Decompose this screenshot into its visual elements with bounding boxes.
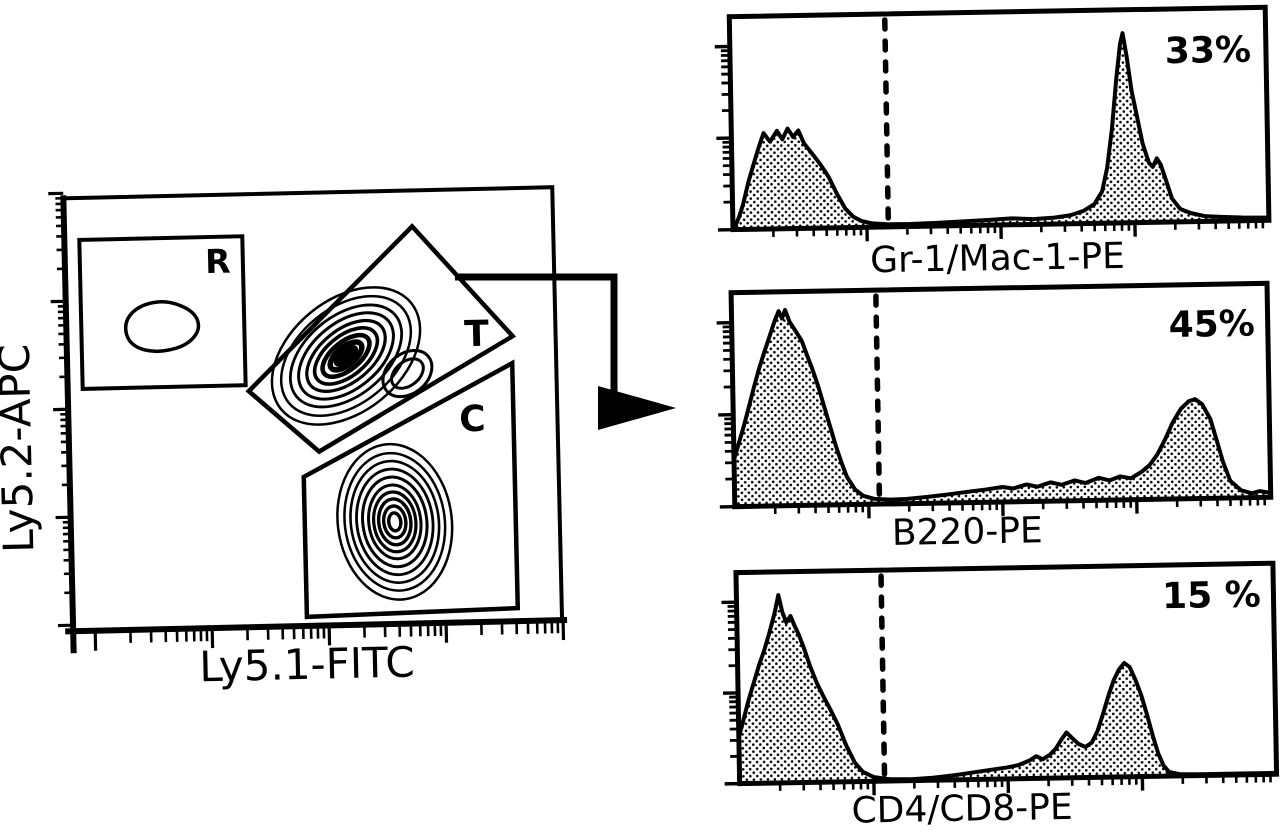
contour-ring: [376, 497, 413, 547]
histogram-2-xticks: [773, 498, 1267, 519]
histogram-2-yticks: [716, 320, 734, 509]
contour-ring: [297, 311, 395, 401]
contour-xlabel: Ly5.1-FITC: [199, 637, 415, 691]
contour-ring: [279, 294, 413, 417]
contour-ring: [288, 303, 404, 409]
histogram-1-percent: 33%: [1165, 30, 1252, 72]
contour-ring: [355, 467, 435, 577]
r-population-contour: [123, 300, 201, 353]
histogram-1-xticks: [772, 221, 1265, 242]
histogram-3-yticks: [721, 600, 739, 786]
contour-ring: [367, 483, 423, 561]
gate-r-label: R: [205, 242, 231, 282]
contour-plot-frame: [61, 185, 565, 634]
histogram-3-gate-line: [878, 573, 888, 780]
histogram-2-gate-line: [873, 293, 883, 503]
c-population-contours: [336, 442, 454, 601]
histogram-3-curve: [736, 593, 1279, 786]
contour-ring: [343, 451, 447, 592]
gate-c-label: C: [459, 399, 486, 441]
gating-arrowhead-icon: [598, 386, 676, 430]
histogram-1-xlabel: Gr-1/Mac-1-PE: [870, 236, 1125, 281]
contour-ring: [390, 357, 425, 390]
contour-ring: [270, 286, 422, 426]
contour-ring: [312, 326, 380, 386]
histogram-1-yticks: [714, 44, 733, 232]
contour-y-axis-ticks: [48, 191, 74, 628]
contour-ring: [372, 490, 418, 554]
histogram-2-percent: 45%: [1168, 304, 1255, 346]
t-population-contours: [270, 286, 422, 426]
gate-r-region: [77, 234, 248, 391]
gating-arrow-line: [455, 273, 618, 414]
histogram-2-xlabel: B220-PE: [892, 510, 1044, 554]
contour-ring: [333, 344, 359, 367]
gating-arrow: [455, 273, 676, 430]
contour-y-axis: [60, 195, 77, 654]
gate-c-region: [301, 359, 521, 620]
contour-x-axis-ticks: [93, 622, 566, 651]
contour-ring: [320, 332, 372, 379]
gate-t-label: T: [464, 314, 490, 356]
histogram-3-percent: 15 %: [1162, 574, 1261, 617]
gate-t-region: [245, 223, 517, 455]
contour-ylabel: Ly5.2-APC: [0, 344, 43, 554]
contour-ring: [336, 442, 454, 601]
contour-ring: [305, 318, 387, 393]
histogram-1-gate-line: [882, 17, 892, 226]
histogram-1-frame: [726, 4, 1272, 233]
contour-ring: [381, 504, 408, 540]
contour-ring: [327, 339, 365, 373]
histogram-1-curve: [730, 31, 1271, 232]
histogram-panels: 33% Gr-1/Mac-1-PE 45% B220-PE 15 % CD4/C…: [714, 4, 1280, 832]
contour-plot: R T C Ly5.1-FITC Ly5.2-APC: [0, 185, 568, 691]
histogram-3-frame: [733, 560, 1280, 787]
contour-ring: [361, 475, 429, 569]
histogram-3-xticks: [778, 775, 1272, 796]
histogram-2: 45% B220-PE: [716, 280, 1274, 554]
histogram-3-xlabel: CD4/CD8-PE: [851, 787, 1073, 832]
contour-ring: [349, 459, 441, 584]
histogram-1: 33% Gr-1/Mac-1-PE: [714, 4, 1272, 281]
histogram-3: 15 % CD4/CD8-PE: [721, 560, 1280, 832]
contour-x-axis: [65, 616, 568, 635]
histogram-2-frame: [728, 280, 1274, 510]
contour-ring: [387, 511, 403, 533]
histogram-2-curve: [731, 307, 1273, 509]
